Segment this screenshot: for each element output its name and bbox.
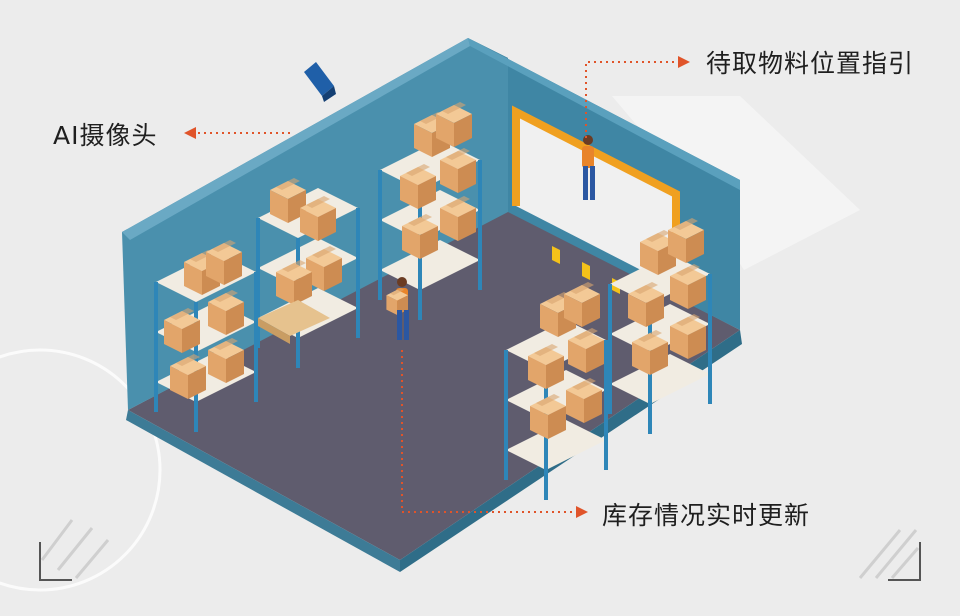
callout-pickup-label: 待取物料位置指引 (706, 49, 915, 78)
callout-leader-camera (184, 127, 290, 139)
security-camera-icon (304, 62, 336, 102)
worker-figure (386, 277, 409, 340)
arrow-right-icon (576, 506, 588, 518)
callout-inventory-label: 库存情况实时更新 (602, 501, 811, 530)
callout-leader-inventory (401, 350, 588, 518)
hatch-left (40, 519, 110, 579)
loading-door (516, 112, 676, 288)
corner-bracket-right (888, 542, 921, 581)
callout-camera-label: AI摄像头 (53, 121, 158, 150)
hatch-right (858, 529, 920, 579)
arrow-left-icon (184, 127, 196, 139)
callout-leader-pickup (585, 56, 690, 138)
arrow-right-icon (678, 56, 690, 68)
pallet (258, 300, 330, 344)
worker-figure (582, 135, 595, 200)
decorative-ring (0, 348, 162, 592)
corner-bracket-left (39, 542, 72, 581)
